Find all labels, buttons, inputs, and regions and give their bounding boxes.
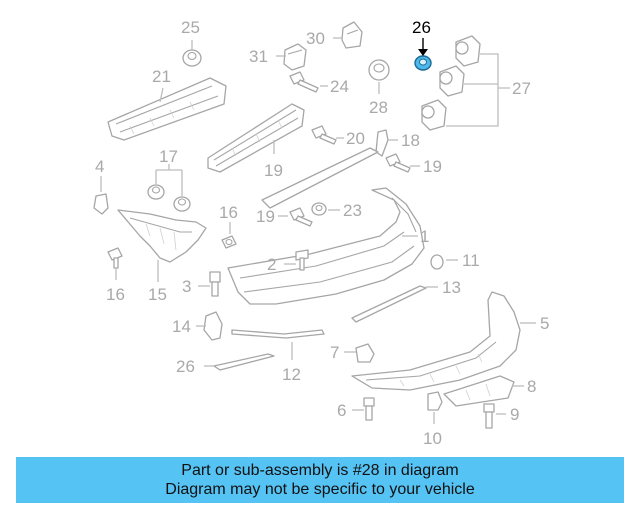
callout-7: 7 [330,343,339,362]
part-14-bracket [203,311,223,341]
part-3-bolt [209,271,221,297]
callout-13: 13 [442,278,461,297]
callout-2: 2 [267,255,276,274]
part-29-plug [368,59,390,81]
part-30-clip [341,21,363,49]
part-19-bolt-left [289,207,313,227]
parts-diagram: 21 25 31 30 24 28 26 [93,18,549,448]
part-15-side-bracket [117,209,207,263]
part-16-bolt-upper [221,235,237,249]
part-11-plug [430,254,444,270]
upper-side-strip [261,147,379,209]
callout-16b: 16 [106,285,125,304]
callout-31: 31 [249,47,268,66]
part-21-reinforcement [207,103,305,173]
callout-26: 26 [176,357,195,376]
part-4-pin [93,193,109,215]
callout-28: 26 [412,18,431,37]
callout-11: 11 [462,251,480,270]
callout-14: 14 [172,317,191,336]
part-27-sensors [421,35,481,131]
part-22-bolt [311,125,337,145]
part-23-absorber [107,77,227,141]
part-12-lower-strip [231,329,325,339]
callout-27: 27 [512,79,531,98]
callout-8: 8 [527,377,536,396]
part-20-nut [311,202,327,216]
callout-17: 17 [159,147,178,166]
part-13-molding [351,285,427,323]
callout-6: 6 [337,401,346,420]
callout-1: 1 [420,227,429,246]
callout-25: 25 [181,18,200,37]
callout-24: 24 [330,77,349,96]
callout-15: 15 [148,285,167,304]
part-9-bolt [483,403,495,429]
part-5-diffuser [351,291,521,391]
callout-18: 18 [401,131,420,150]
part-19-bolt-right [385,153,411,173]
callout-9: 9 [510,405,519,424]
part-8-plate [443,375,515,407]
callout-20: 23 [343,201,362,220]
callout-30: 30 [306,29,325,48]
info-banner: Part or sub-assembly is #28 in diagram D… [16,457,624,503]
callout-12: 12 [282,365,301,384]
banner-line-disclaimer: Diagram may not be specific to your vehi… [165,481,475,498]
callout-19b: 19 [256,207,275,226]
part-28-highlighted [414,55,432,71]
callout-19a: 19 [423,157,442,176]
part-16-bolt-lower [107,247,123,269]
part-26-strip [213,353,275,371]
callout-22: 20 [346,129,365,148]
part-10-clip [427,391,443,411]
callout-21: 19 [264,161,283,180]
callout-23: 21 [152,67,171,86]
banner-line-part: Part or sub-assembly is #28 in diagram [181,462,459,479]
callout-3: 3 [182,277,191,296]
part-24-bolt [289,71,319,93]
part-17-clips [147,184,191,212]
part-31-retainer [283,43,307,71]
callout-10: 10 [423,429,442,448]
part-25-grommet [182,49,202,67]
callout-29: 28 [369,98,388,117]
callout-16a: 16 [219,203,238,222]
callout-5: 5 [540,314,549,333]
part-2-bolt [295,249,309,271]
part-1-bumper-cover [227,187,425,305]
part-7-clip [355,343,375,363]
callout-4: 4 [95,157,104,176]
part-18-bracket [375,129,389,157]
part-6-bolt [363,397,375,421]
